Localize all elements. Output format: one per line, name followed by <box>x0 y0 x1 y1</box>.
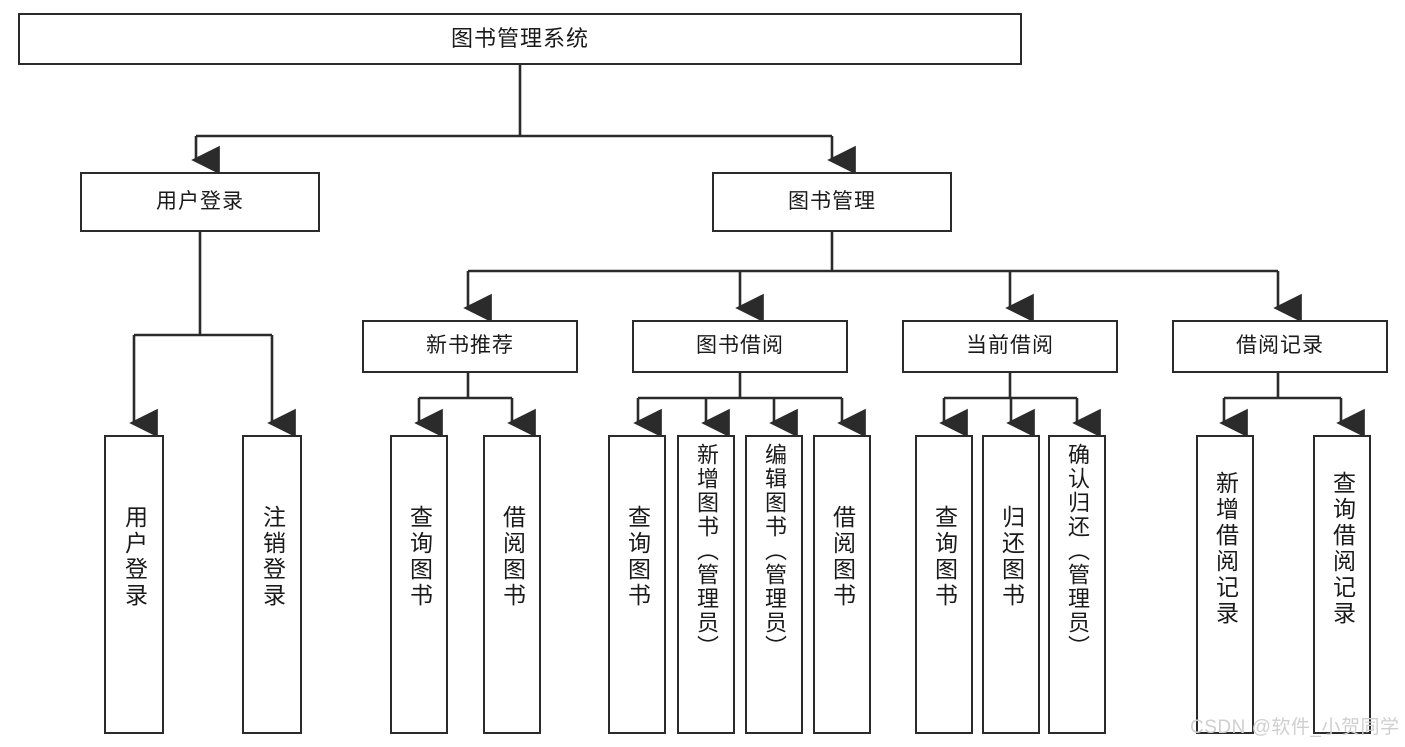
leaf-user-logout-label: 注销登录 <box>259 505 286 609</box>
leaf-return-book-label: 归还图书 <box>998 505 1025 609</box>
node-user-login-label: 用户登录 <box>156 189 244 213</box>
leaf-query-book-2[interactable]: 查询图书 <box>608 435 666 734</box>
leaf-user-login[interactable]: 用户登录 <box>104 435 164 734</box>
node-book-management-label: 图书管理 <box>788 189 876 213</box>
node-root[interactable]: 图书管理系统 <box>18 13 1022 65</box>
leaf-add-book[interactable]: 新增图书（管理员） <box>677 435 735 734</box>
node-current-borrow-label: 当前借阅 <box>966 334 1054 358</box>
leaf-query-record-label: 查询借阅记录 <box>1329 471 1356 627</box>
node-root-label: 图书管理系统 <box>450 26 589 52</box>
leaf-edit-book[interactable]: 编辑图书（管理员） <box>745 435 803 734</box>
node-user-login[interactable]: 用户登录 <box>80 172 320 232</box>
leaf-confirm-return-label: 确认归还（管理员） <box>1065 443 1090 659</box>
node-new-book-recommend-label: 新书推荐 <box>426 334 514 358</box>
leaf-borrow-book-2-label: 借阅图书 <box>829 505 856 609</box>
node-borrow-record-label: 借阅记录 <box>1236 334 1324 358</box>
leaf-query-book-3[interactable]: 查询图书 <box>915 435 973 734</box>
node-new-book-recommend[interactable]: 新书推荐 <box>362 320 578 373</box>
node-book-management[interactable]: 图书管理 <box>712 172 952 232</box>
leaf-query-book-1-label: 查询图书 <box>406 505 433 609</box>
node-current-borrow[interactable]: 当前借阅 <box>902 320 1118 373</box>
node-book-borrow-label: 图书借阅 <box>696 334 784 358</box>
watermark: CSDN @软件_小贺同学 <box>1190 717 1400 738</box>
leaf-return-book[interactable]: 归还图书 <box>982 435 1040 734</box>
leaf-user-logout[interactable]: 注销登录 <box>242 435 302 734</box>
leaf-user-login-label: 用户登录 <box>121 505 148 609</box>
leaf-query-book-2-label: 查询图书 <box>624 505 651 609</box>
leaf-query-book-3-label: 查询图书 <box>931 505 958 609</box>
leaf-query-record[interactable]: 查询借阅记录 <box>1313 435 1371 734</box>
leaf-edit-book-label: 编辑图书（管理员） <box>762 443 787 659</box>
leaf-borrow-book-2[interactable]: 借阅图书 <box>813 435 871 734</box>
leaf-confirm-return[interactable]: 确认归还（管理员） <box>1048 435 1106 734</box>
leaf-borrow-book-1-label: 借阅图书 <box>499 505 526 609</box>
leaf-add-book-label: 新增图书（管理员） <box>694 443 719 659</box>
leaf-query-book-1[interactable]: 查询图书 <box>390 435 448 734</box>
leaf-add-record[interactable]: 新增借阅记录 <box>1196 435 1254 734</box>
node-borrow-record[interactable]: 借阅记录 <box>1172 320 1388 373</box>
leaf-add-record-label: 新增借阅记录 <box>1212 471 1239 627</box>
leaf-borrow-book-1[interactable]: 借阅图书 <box>483 435 541 734</box>
node-book-borrow[interactable]: 图书借阅 <box>632 320 848 373</box>
